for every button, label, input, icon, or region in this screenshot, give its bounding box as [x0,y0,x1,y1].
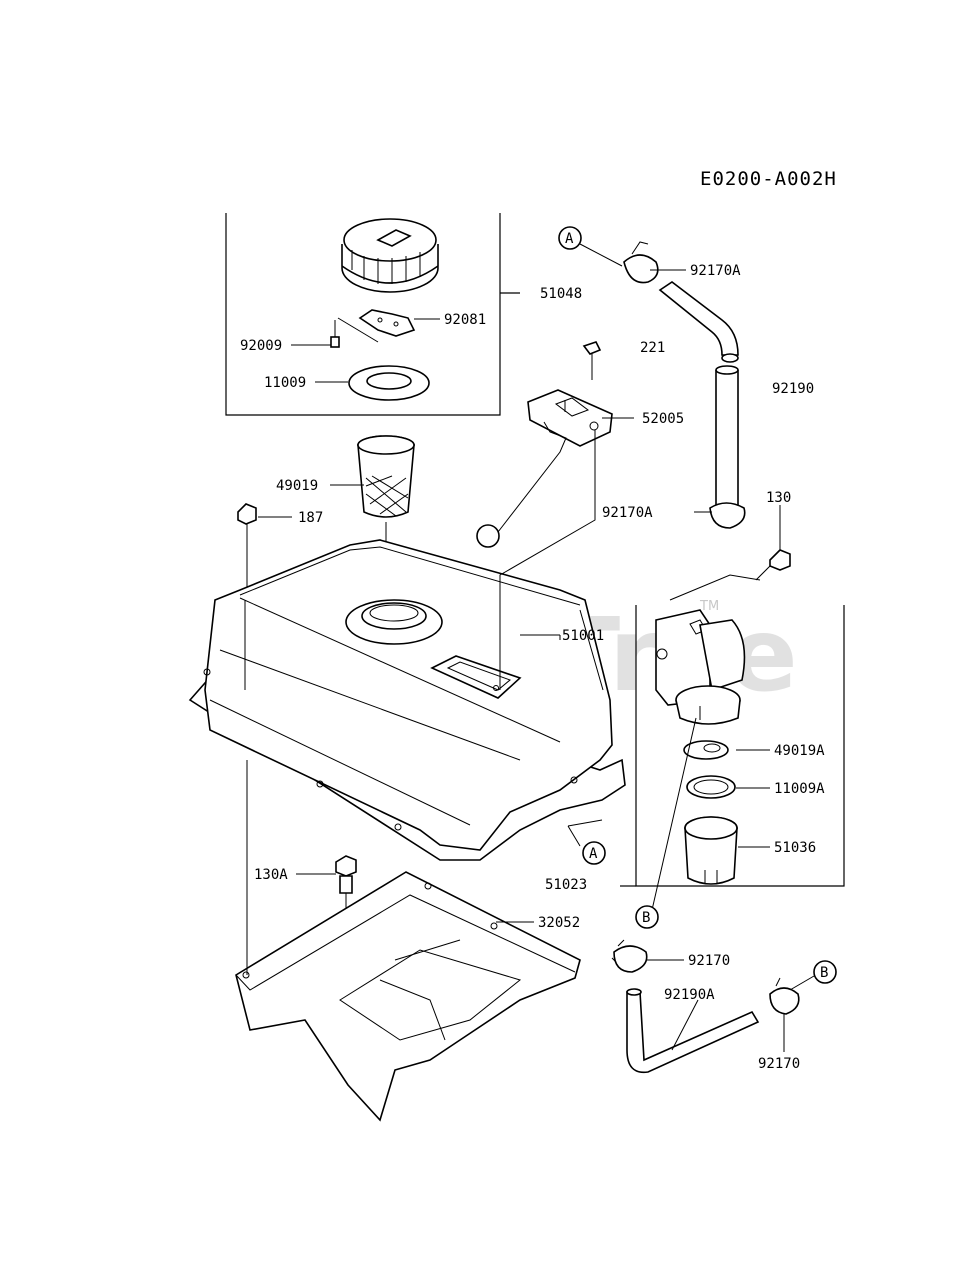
fuel-cup [684,816,738,885]
leader-lines [258,269,785,1052]
callout-a-bottom-label: A [589,846,598,862]
label-51001: 51001 [562,628,604,644]
filler-neck [345,599,443,645]
label-92170a-top: 92170A [690,263,741,279]
label-51023: 51023 [545,877,587,893]
cap-assembly-bracket [225,213,520,416]
fuel-tank [188,539,626,861]
label-11009: 11009 [264,375,306,391]
label-51036: 51036 [774,840,816,856]
fuel-cap [341,218,439,293]
cap-screw [330,320,340,348]
fuel-gauge [476,389,613,548]
label-92081: 92081 [444,312,486,328]
label-49019a: 49019A [774,743,825,759]
fuel-cock-bracket [620,605,845,887]
label-130: 130 [766,490,791,506]
tank-bracket [235,760,581,1122]
watermark-tm: TM [699,599,719,614]
label-52005: 52005 [642,411,684,427]
diagram-code: E0200-A002H [700,168,837,190]
label-49019: 49019 [276,478,318,494]
label-92170-b: 92170 [758,1056,800,1072]
callout-b-left: B [635,717,697,929]
label-92190a: 92190A [664,987,715,1003]
cup-gasket [683,740,729,760]
callout-b-left-label: B [642,910,650,926]
label-11009a: 11009A [774,781,825,797]
cup-oring [686,775,736,799]
callout-b-right: B [789,960,837,991]
cap-seal [348,365,430,401]
clamp-92170-right [769,977,800,1015]
label-92009: 92009 [240,338,282,354]
callout-b-right-label: B [820,965,828,981]
callout-a-top-label: A [565,231,574,247]
label-221: 221 [640,340,665,356]
bolt-130 [755,549,791,581]
label-92170-a: 92170 [688,953,730,969]
fuel-cock [655,574,761,725]
cap-gasket [337,309,416,343]
clamp-92170a-top [623,241,659,284]
fuel-strainer [357,435,415,600]
hose-92190 [658,281,739,509]
label-51048: 51048 [540,286,582,302]
callout-a-top: A [558,226,623,267]
gauge-screw [582,341,602,380]
gauge-mount [430,655,522,699]
clamp-92170a-mid [709,502,746,529]
callout-a-bottom: A [567,819,606,865]
label-92190: 92190 [772,381,814,397]
clamp-92170-left [611,939,648,973]
hose-92190a [626,988,760,1074]
label-187: 187 [298,510,323,526]
label-92170a-mid: 92170A [602,505,653,521]
label-130a: 130A [254,867,288,883]
label-32052: 32052 [538,915,580,931]
